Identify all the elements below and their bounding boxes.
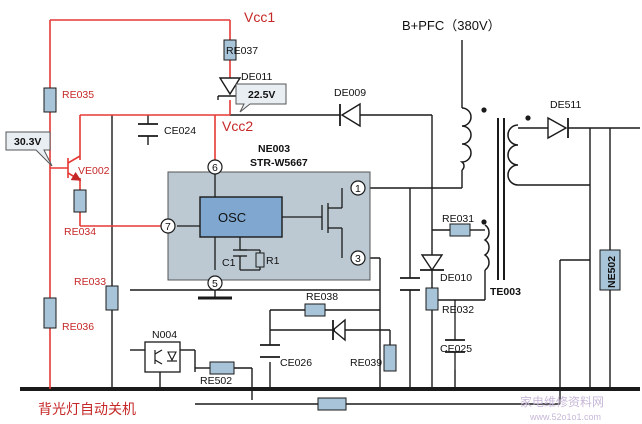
watermark-url: www.52o1o1.com bbox=[529, 412, 601, 422]
label-vcc2: Vcc2 bbox=[222, 118, 253, 134]
label-ve002: VE002 bbox=[78, 165, 110, 177]
resistor-re039 bbox=[383, 344, 397, 372]
label-osc: OSC bbox=[218, 210, 246, 225]
black-wires bbox=[20, 40, 640, 405]
label-ce024: CE024 bbox=[164, 125, 196, 137]
callout-22-5v bbox=[235, 83, 287, 113]
resistor-re502 bbox=[209, 361, 235, 375]
label-re502: RE502 bbox=[200, 375, 232, 387]
label-re039: RE039 bbox=[350, 357, 382, 369]
label-bpfc: B+PFC（380V） bbox=[402, 18, 501, 33]
caption: 背光灯自动关机 bbox=[38, 401, 136, 417]
label-pin5: 5 bbox=[212, 278, 218, 290]
diode-de009 bbox=[339, 102, 361, 128]
label-pin7: 7 bbox=[165, 221, 171, 233]
osc-block bbox=[199, 196, 283, 238]
label-re032: RE032 bbox=[442, 304, 474, 316]
label-n004: N004 bbox=[152, 329, 177, 341]
label-de511: DE511 bbox=[550, 99, 581, 111]
transformer-dot bbox=[525, 115, 531, 121]
label-re037: RE037 bbox=[226, 45, 258, 57]
label-30-3v: 30.3V bbox=[14, 136, 41, 148]
resistor-r1 bbox=[255, 252, 265, 268]
label-c1: C1 bbox=[222, 257, 236, 269]
transformer-dot bbox=[481, 107, 487, 113]
pin-1 bbox=[350, 180, 366, 196]
label-re034: RE034 bbox=[64, 226, 96, 238]
component-ne502 bbox=[599, 249, 621, 291]
label-vcc1: Vcc1 bbox=[244, 9, 275, 25]
capacitor-ce026 bbox=[260, 344, 280, 358]
pin-5 bbox=[207, 275, 223, 291]
label-re031: RE031 bbox=[442, 213, 474, 225]
resistor-re035 bbox=[43, 87, 57, 113]
transistor-ve002 bbox=[67, 155, 82, 181]
diode-feedback bbox=[331, 318, 346, 342]
capacitor-pin1 bbox=[400, 277, 420, 291]
diode-de511 bbox=[547, 116, 569, 140]
resistor-re038 bbox=[304, 303, 326, 317]
capacitor-ce024 bbox=[138, 123, 158, 137]
resistor-re032 bbox=[425, 287, 439, 311]
label-pin6: 6 bbox=[212, 162, 218, 174]
resistor-re037 bbox=[223, 39, 237, 61]
label-ce026: CE026 bbox=[280, 357, 312, 369]
label-str-w5667: STR-W5667 bbox=[250, 157, 308, 169]
label-de011: DE011 bbox=[241, 71, 272, 83]
capacitor-ce025 bbox=[445, 300, 465, 370]
transformer-te003 bbox=[459, 107, 519, 280]
label-ce025: CE025 bbox=[440, 343, 472, 355]
label-r1: R1 bbox=[266, 255, 280, 267]
diode-de010 bbox=[420, 254, 444, 272]
optocoupler-n004 bbox=[144, 341, 181, 373]
label-de009: DE009 bbox=[334, 87, 366, 99]
resistor-re034 bbox=[73, 189, 87, 213]
resistor-re033 bbox=[105, 285, 119, 311]
label-22-5v: 22.5V bbox=[248, 89, 275, 101]
resistor-re031 bbox=[449, 223, 471, 237]
label-re035: RE035 bbox=[62, 89, 94, 101]
resistor-bottom bbox=[317, 397, 347, 411]
watermark: 家电维修资料网 bbox=[520, 394, 604, 409]
label-ne003: NE003 bbox=[258, 143, 290, 155]
label-te003: TE003 bbox=[490, 286, 521, 298]
label-re033: RE033 bbox=[74, 276, 106, 288]
resistor-re036 bbox=[43, 297, 57, 329]
label-re036: RE036 bbox=[62, 321, 94, 333]
transformer-dot bbox=[481, 219, 487, 225]
callout-30-3v bbox=[5, 131, 53, 167]
label-re038: RE038 bbox=[306, 291, 338, 303]
label-de010: DE010 bbox=[440, 272, 472, 284]
pin-6 bbox=[207, 159, 223, 175]
label-ne502: NE502 bbox=[606, 256, 618, 288]
label-pin3: 3 bbox=[355, 253, 361, 265]
pin-3 bbox=[350, 250, 366, 266]
label-pin1: 1 bbox=[355, 183, 361, 195]
pin-7 bbox=[160, 218, 176, 234]
